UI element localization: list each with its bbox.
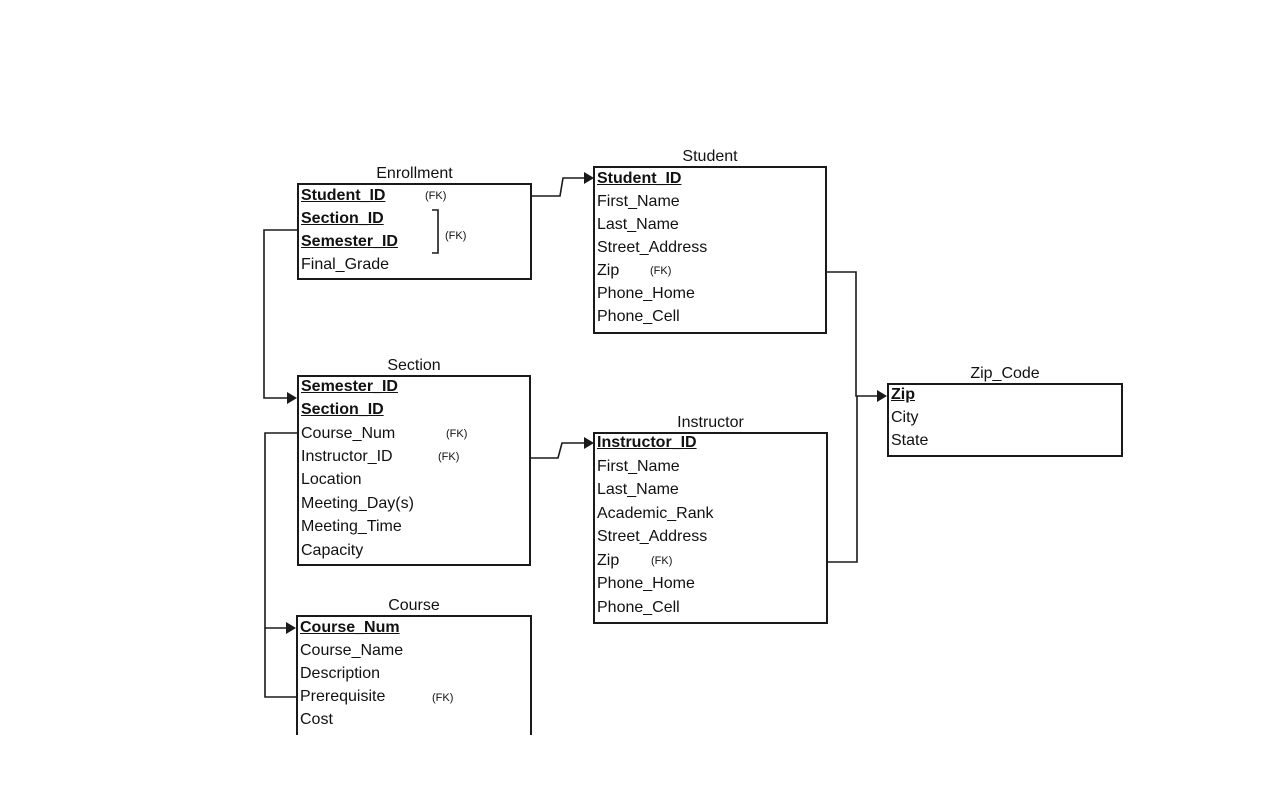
attribute-course-num: Course_Num — [300, 619, 400, 636]
attribute-location: Location — [301, 471, 362, 488]
entity-title: Section — [387, 357, 441, 374]
attribute-academic-rank: Academic_Rank — [597, 505, 714, 522]
attribute-instructor-id: Instructor_ID — [597, 434, 697, 451]
attribute-zip: Zip — [891, 386, 915, 403]
attribute-state: State — [891, 432, 929, 449]
attribute-student-id: Student_ID — [597, 170, 682, 187]
attribute-semester-id: Semester_ID — [301, 378, 398, 395]
fk-marker: (FK) — [446, 428, 468, 440]
fk-marker: (FK) — [432, 692, 454, 704]
attribute-section-id: Section_ID — [301, 210, 384, 227]
fk-marker: (FK) — [425, 190, 447, 202]
entity-box — [593, 432, 828, 624]
entity-box — [296, 615, 532, 735]
entity-box — [593, 166, 827, 334]
attribute-final-grade: Final_Grade — [301, 256, 390, 273]
arrowhead — [287, 392, 297, 404]
attribute-phone-cell: Phone_Cell — [597, 308, 680, 325]
attribute-semester-id: Semester_ID — [301, 233, 398, 250]
attribute-course-name: Course_Name — [300, 642, 404, 659]
fk-marker-group: (FK) — [445, 230, 467, 242]
attribute-section-id: Section_ID — [301, 401, 384, 418]
entity-title: Instructor — [677, 414, 744, 431]
attribute-last-name: Last_Name — [597, 481, 679, 498]
entity-title: Enrollment — [376, 165, 453, 182]
connector-enrollment-section — [263, 229, 297, 399]
attribute-phone-home: Phone_Home — [597, 575, 695, 592]
connector-section-course — [264, 432, 297, 629]
entity-box — [297, 375, 531, 566]
connector-instructor-zip — [828, 396, 858, 563]
entity-box — [297, 183, 532, 280]
connector-course-self — [264, 628, 296, 698]
connector-section-instructor — [531, 442, 587, 459]
attribute-street-address: Street_Address — [597, 528, 708, 545]
attribute-last-name: Last_Name — [597, 216, 679, 233]
fk-marker: (FK) — [438, 451, 460, 463]
fk-marker: (FK) — [650, 265, 672, 277]
entity-enrollment: Enrollment Student_ID (FK) Section_ID Se… — [297, 165, 532, 280]
attribute-prerequisite: Prerequisite — [300, 688, 386, 705]
connector-student-zip — [827, 271, 879, 397]
attribute-cost: Cost — [300, 711, 333, 728]
arrowhead — [286, 622, 296, 634]
attribute-meeting-days: Meeting_Day(s) — [301, 495, 414, 512]
entity-box — [887, 383, 1123, 457]
attribute-city: City — [891, 409, 919, 426]
attribute-student-id: Student_ID — [301, 187, 386, 204]
attribute-description: Description — [300, 665, 381, 682]
attribute-course-num: Course_Num — [301, 425, 396, 442]
entity-section: Section Semester_ID Section_ID Course_Nu… — [297, 357, 531, 566]
attribute-zip: Zip — [597, 552, 620, 569]
entity-title: Student — [682, 148, 738, 165]
attribute-phone-cell: Phone_Cell — [597, 599, 680, 616]
attribute-capacity: Capacity — [301, 542, 364, 559]
attribute-first-name: First_Name — [597, 193, 680, 210]
attribute-first-name: First_Name — [597, 458, 680, 475]
entity-student: Student Student_ID First_Name Last_Name … — [593, 148, 827, 334]
arrowhead — [877, 390, 887, 402]
entity-course: Course Course_Num Course_Name Descriptio… — [296, 597, 532, 735]
entity-title: Zip_Code — [970, 365, 1040, 382]
entity-title: Course — [388, 597, 440, 614]
attribute-meeting-time: Meeting_Time — [301, 518, 402, 535]
connector-enrollment-student — [532, 177, 587, 197]
attribute-instructor-id: Instructor_ID — [301, 448, 393, 465]
attribute-zip: Zip — [597, 262, 620, 279]
entity-instructor: Instructor Instructor_ID First_Name Last… — [593, 414, 828, 624]
entity-zip-code: Zip_Code Zip City State — [887, 365, 1123, 457]
fk-marker: (FK) — [651, 555, 673, 567]
attribute-phone-home: Phone_Home — [597, 285, 695, 302]
attribute-street-address: Street_Address — [597, 239, 708, 256]
